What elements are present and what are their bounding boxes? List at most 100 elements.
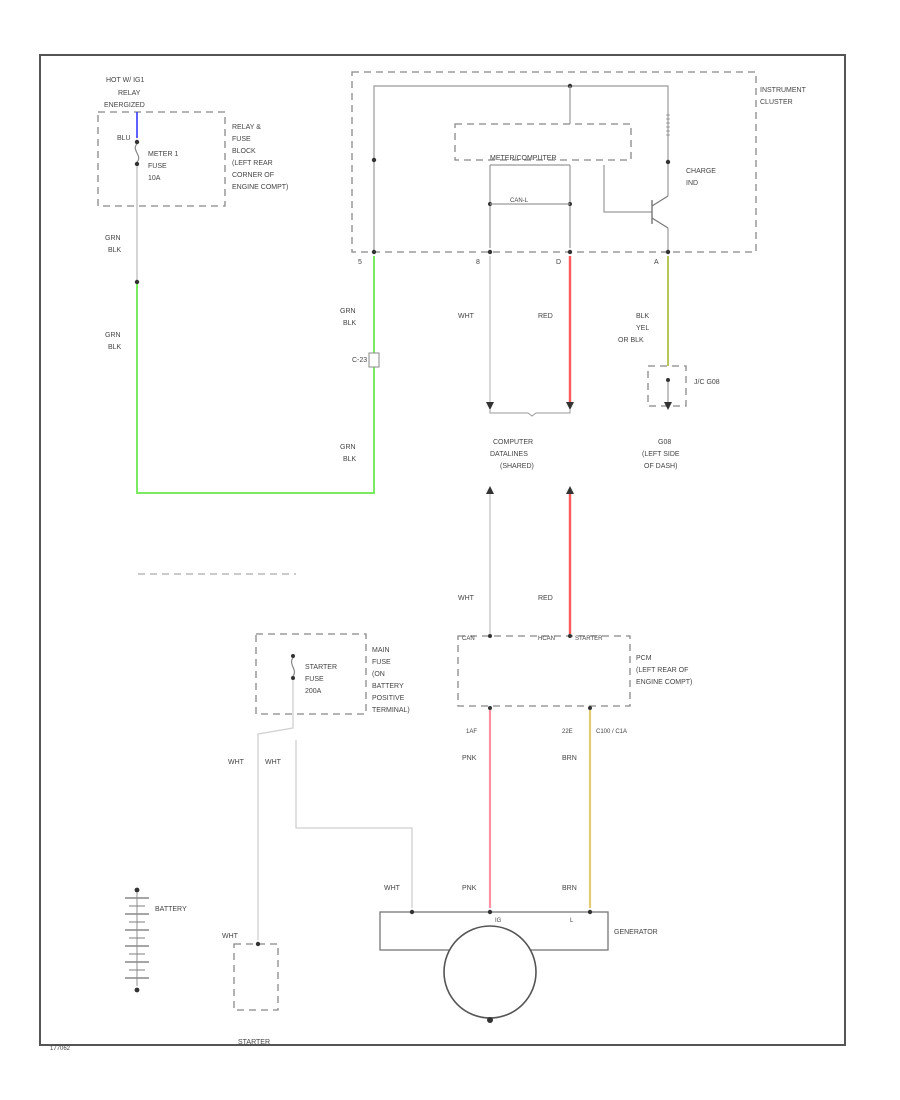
datalines-label-2: DATALINES (490, 451, 528, 458)
starter-wire-b: WHT (265, 759, 282, 766)
relay-location-6: ENGINE COMPT) (232, 184, 288, 191)
datalines-label-1: COMPUTER (493, 439, 533, 446)
cluster-left-lower-1: GRN (340, 444, 356, 451)
pcm-label-1: PCM (636, 655, 652, 662)
charge-ind-label-2: IND (686, 180, 698, 187)
diagram-id: 177062 (50, 1046, 71, 1052)
generator-wire-wht: WHT (384, 885, 401, 892)
pcm-wire-brown: BRN (562, 755, 577, 762)
generator-pin-ig: IG (495, 918, 502, 924)
meter-fuse-label-2: FUSE (148, 163, 167, 170)
generator-pin-l: L (570, 918, 574, 924)
pcm-pin-can: CAN (462, 636, 475, 642)
pcm-pin-hcan: HCAN (538, 636, 555, 642)
pcm-wire-pink: PNK (462, 755, 477, 762)
generator-label: GENERATOR (614, 929, 658, 936)
datalines-red: RED (538, 595, 553, 602)
generator-wire-brn: BRN (562, 885, 577, 892)
cluster-output-wires: GRN BLK C-23 GRN BLK WHT RED BLK YEL OR … (340, 256, 669, 463)
pcm-pin-sub-left: 1AF (466, 729, 477, 735)
starter-label: STARTER (238, 1039, 270, 1046)
pcm-connector-right: C100 / C1A (596, 729, 627, 735)
main-fuse-title-5: POSITIVE (372, 695, 405, 702)
relay-location-3: BLOCK (232, 148, 256, 155)
generator-wire-pnk: PNK (462, 885, 477, 892)
hot-label: HOT W/ IG1 (106, 77, 144, 84)
instrument-cluster-box (351, 71, 757, 253)
main-fuse-title-1: MAIN (372, 647, 390, 654)
meter-fuse-label-3: 10A (148, 175, 161, 182)
pcm-label-2: (LEFT REAR OF (636, 667, 688, 674)
energized-label: ENERGIZED (104, 102, 145, 109)
cluster-right-wire-2: YEL (636, 325, 649, 332)
cluster-wht-wire: WHT (458, 313, 475, 320)
main-fuse-box (255, 633, 367, 715)
cluster-title-1: INSTRUMENT (760, 87, 807, 94)
starter-fuse-2: FUSE (305, 676, 324, 683)
battery: BATTERY (125, 887, 187, 993)
ground-label-3: OF DASH) (644, 463, 677, 470)
starter: WHT STARTER (222, 933, 279, 1046)
main-fuse-title-6: TERMINAL) (372, 707, 410, 714)
cluster-left-lower-2: BLK (343, 456, 357, 463)
starter-fuse-1: STARTER (305, 664, 337, 671)
main-fuse-title-3: (ON (372, 671, 385, 678)
meter-computer-label: METER/COMPUTER (490, 155, 557, 162)
main-fuse-block: MAIN FUSE (ON BATTERY POSITIVE TERMINAL)… (228, 633, 413, 940)
ground-label-1: G08 (658, 439, 671, 446)
meter-fuse-label-1: METER 1 (148, 151, 178, 158)
pcm-pin-starter: STARTER (575, 636, 603, 642)
cluster-left-wire-2: BLK (343, 320, 357, 327)
charge-ind-label-1: CHARGE (686, 168, 716, 175)
junction-g08: J/C G08 G08 (LEFT SIDE OF DASH) (642, 365, 720, 470)
pcm-module: CAN HCAN STARTER PCM (LEFT REAR OF ENGIN… (457, 634, 692, 908)
grn-blk-upper-2: BLK (108, 247, 122, 254)
fuse-terminal-top (134, 139, 140, 145)
relay-label: RELAY (118, 90, 141, 97)
main-fuse-title-4: BATTERY (372, 683, 404, 690)
cluster-right-wire-3: OR BLK (618, 337, 644, 344)
jc-label: J/C G08 (694, 379, 720, 386)
blu-wire-label: BLU (117, 135, 131, 142)
grn-blk-upper-1: GRN (105, 235, 121, 242)
left-green-wire: GRN BLK GRN BLK (105, 166, 375, 494)
relay-location-2: FUSE (232, 136, 251, 143)
pcm-pin-sub-right: 22E (562, 729, 573, 735)
grn-blk-lower-1: GRN (105, 332, 121, 339)
starter-wire-label: WHT (222, 933, 239, 940)
cluster-right-wire-1: BLK (636, 313, 650, 320)
can-bus-label: CAN-L (510, 198, 529, 204)
main-fuse-title-2: FUSE (372, 659, 391, 666)
cluster-pin-5: 5 (358, 259, 362, 266)
pcm-label-3: ENGINE COMPT) (636, 679, 692, 686)
meter-computer-box (454, 123, 632, 161)
cluster-title-2: CLUSTER (760, 99, 793, 106)
datalines-label-3: (SHARED) (500, 463, 534, 470)
cluster-pin-a: A (654, 259, 659, 266)
meter-fuse-symbol (134, 143, 140, 163)
cluster-left-connector: C-23 (352, 357, 367, 364)
cluster-pin-d: D (556, 259, 561, 266)
instrument-cluster: INSTRUMENT CLUSTER METER/COMPUTER CAN-L … (351, 71, 807, 266)
datalines-wht: WHT (458, 595, 475, 602)
generator: GENERATOR WHT PNK BRN IG L (379, 885, 658, 1023)
fuse-terminal-bottom (134, 161, 140, 167)
grn-blk-lower-2: BLK (108, 344, 122, 351)
relay-location-5: CORNER OF (232, 172, 274, 179)
relay-location-1: RELAY & (232, 124, 261, 131)
relay-location-4: (LEFT REAR (232, 160, 273, 167)
computer-datalines: COMPUTER DATALINES (SHARED) WHT RED (458, 439, 574, 634)
relay-fuse-box (97, 111, 226, 207)
starter-wire-a: WHT (228, 759, 245, 766)
starter-box (233, 943, 279, 1011)
ground-label-2: (LEFT SIDE (642, 451, 680, 458)
cluster-left-wire-1: GRN (340, 308, 356, 315)
cluster-red-wire: RED (538, 313, 553, 320)
generator-symbol (443, 925, 537, 1019)
battery-label: BATTERY (155, 906, 187, 913)
pcm-box (457, 635, 631, 707)
cluster-pin-8: 8 (476, 259, 480, 266)
jc-box (647, 365, 687, 407)
diagram-frame (39, 54, 846, 1046)
